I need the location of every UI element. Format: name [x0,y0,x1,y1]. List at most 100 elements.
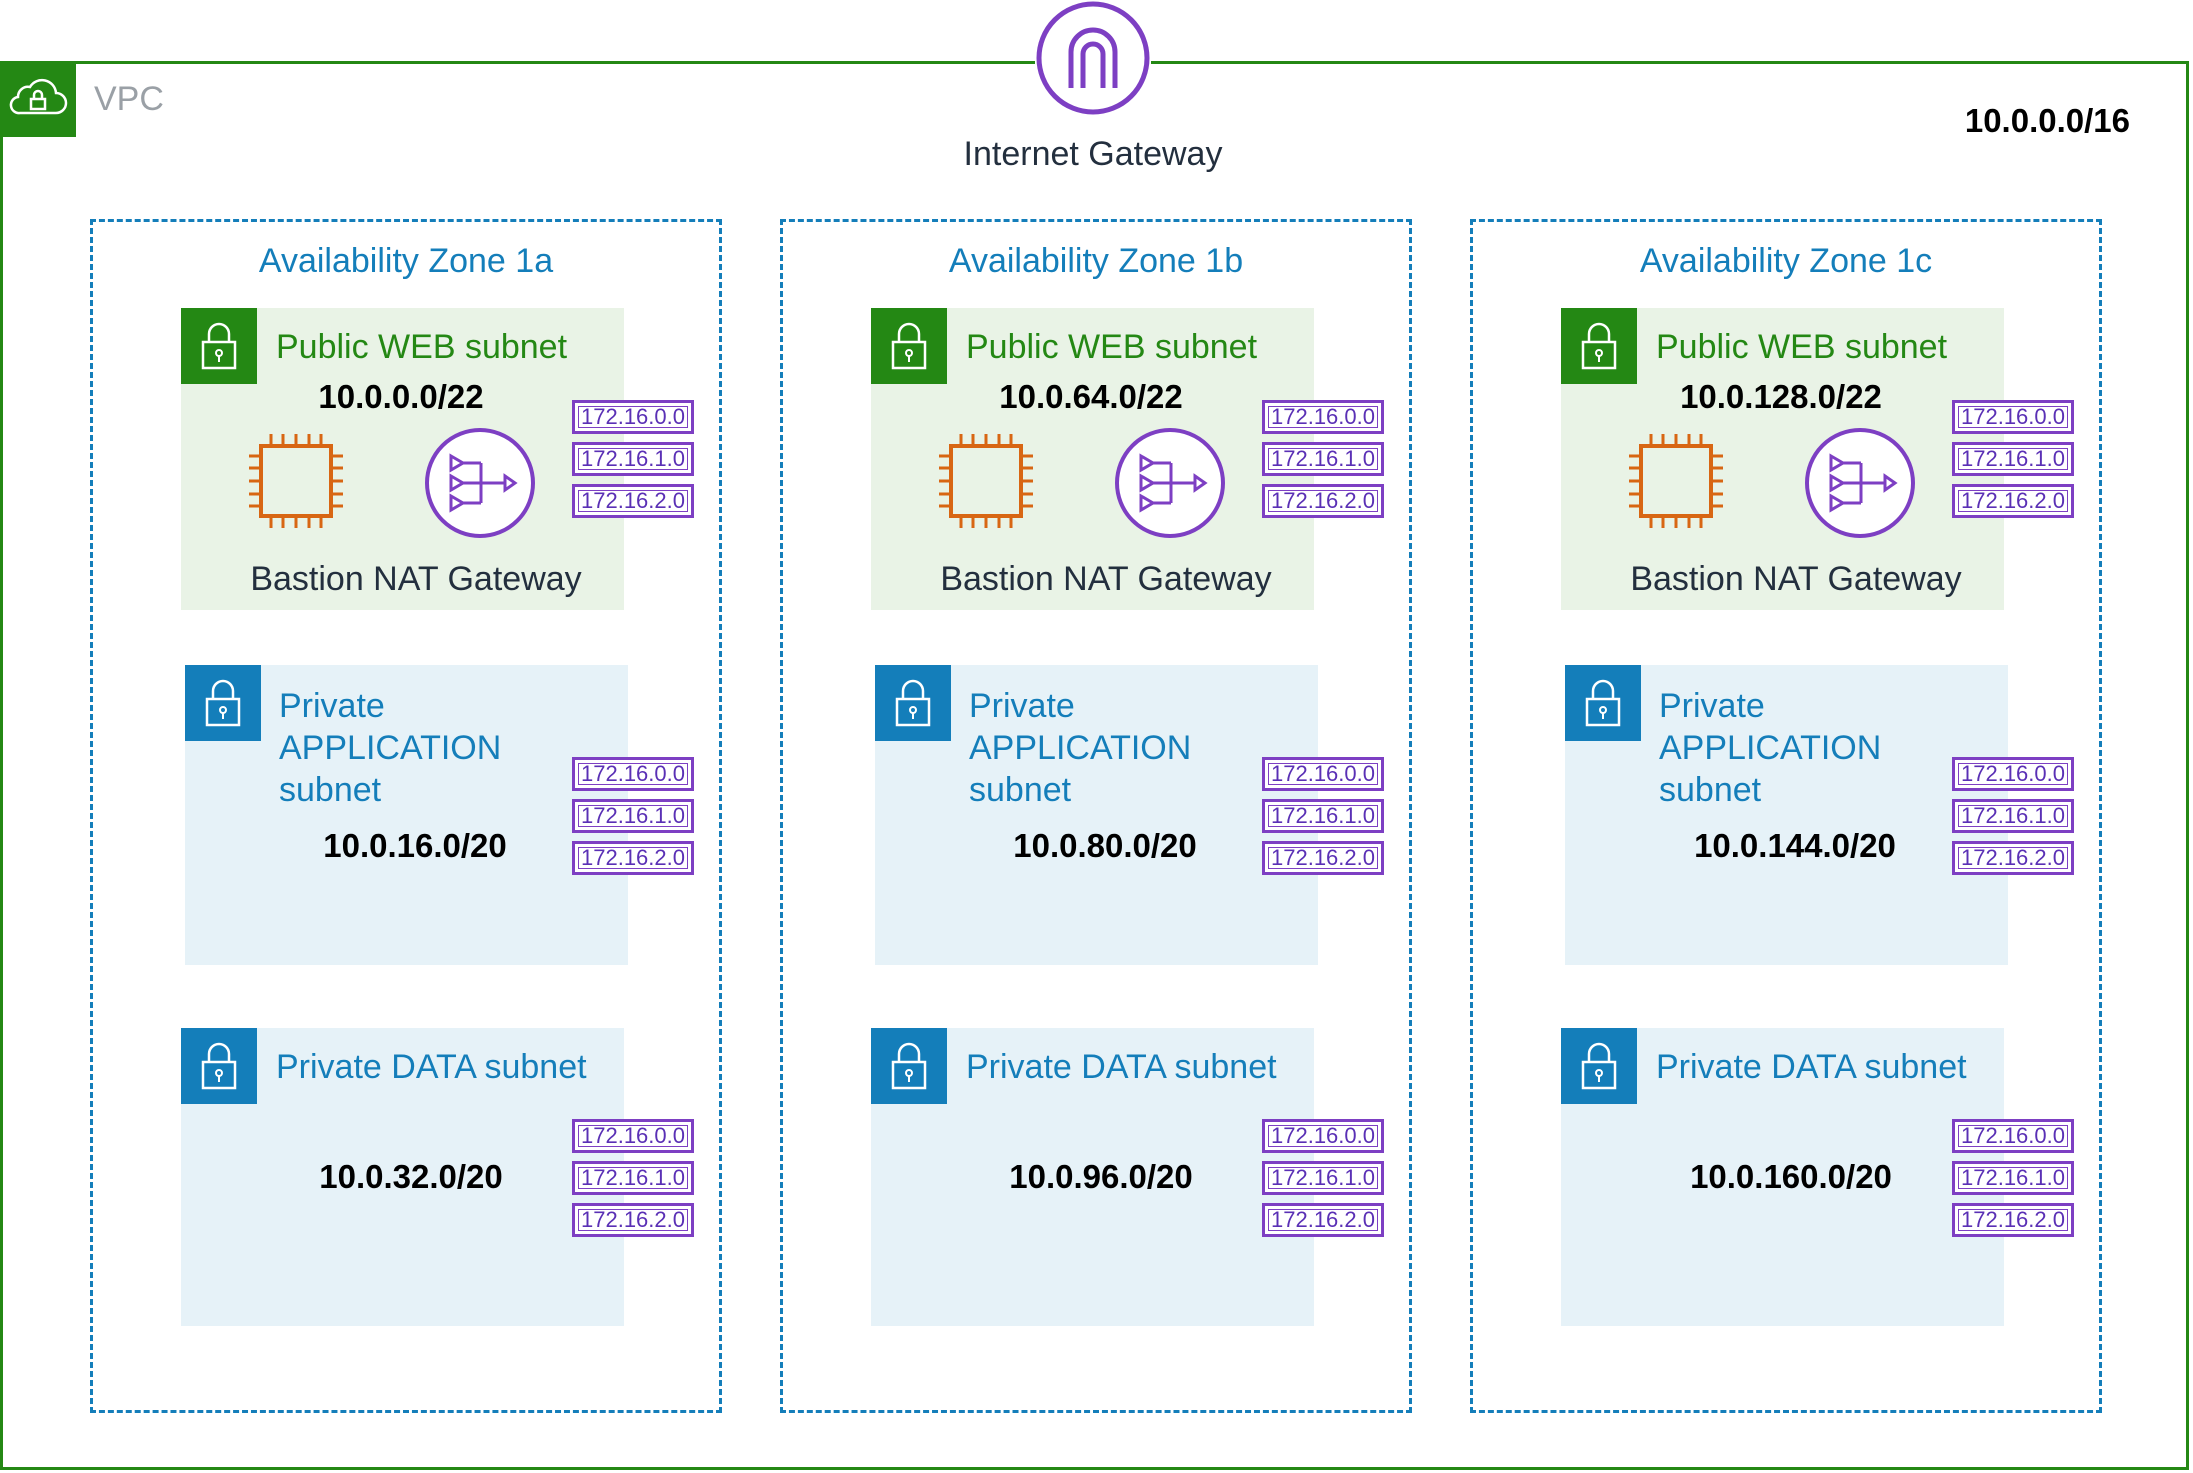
subnet-name-line: Private [969,687,1075,725]
subnet-name: Public WEB subnet [276,328,568,366]
nat-gateway-icon [1803,426,1917,540]
az-title: Availability Zone 1a [258,242,554,280]
lock-icon [181,308,257,384]
subnet-name: Private APPLICATION subnet [1659,685,1881,811]
bastion-nat-gateway-label: Bastion NAT Gateway [940,560,1272,598]
subnet-name-line: APPLICATION [1659,729,1882,767]
route-entry: 172.16.2.0 [1262,1203,1384,1237]
subnet-cidr: 10.0.144.0/20 [1694,827,1896,864]
lock-icon [875,665,951,741]
subnet-name-line: subnet [279,771,382,809]
internet-gateway-icon [1035,0,1151,116]
route-entry: 172.16.2.0 [1262,484,1384,518]
subnet-name-line: Private [279,687,385,725]
subnet-cidr: 10.0.160.0/20 [1690,1158,1892,1195]
subnet-name: Public WEB subnet [1656,328,1948,366]
availability-zone-1c: Availability Zone 1c [1470,219,2102,1413]
subnet-name: Private DATA subnet [1656,1048,1967,1086]
private-application-subnet-1a: Private APPLICATION subnet 10.0.16.0/20 [185,665,628,965]
private-application-subnet-1c: Private APPLICATION subnet 10.0.144.0/20 [1565,665,2008,965]
ec2-chip-icon [1621,426,1731,536]
subnet-cidr: 10.0.80.0/20 [1013,827,1197,864]
route-entry: 172.16.2.0 [572,484,694,518]
route-entry: 172.16.0.0 [572,1119,694,1153]
route-entry: 172.16.2.0 [572,1203,694,1237]
lock-icon [871,308,947,384]
route-list: 172.16.0.0 172.16.1.0 172.16.2.0 [572,400,694,526]
subnet-name-line: subnet [969,771,1072,809]
private-data-subnet-1a: Private DATA subnet 10.0.32.0/20 [181,1028,624,1326]
route-entry: 172.16.0.0 [1952,400,2074,434]
vpc-label: VPC [94,80,164,118]
az-title: Availability Zone 1c [1639,242,1933,280]
availability-zone-1b: Availability Zone 1b [780,219,1412,1413]
route-list: 172.16.0.0 172.16.1.0 172.16.2.0 [572,1119,694,1245]
subnet-name-line: Private [1659,687,1765,725]
subnet-name: Private APPLICATION subnet [969,685,1191,811]
route-entry: 172.16.0.0 [1262,1119,1384,1153]
route-list: 172.16.0.0 172.16.1.0 172.16.2.0 [1952,400,2074,526]
route-entry: 172.16.1.0 [572,1161,694,1195]
route-entry: 172.16.1.0 [1262,799,1384,833]
route-entry: 172.16.1.0 [572,799,694,833]
subnet-name-line: APPLICATION [969,729,1192,767]
route-entry: 172.16.0.0 [572,757,694,791]
route-entry: 172.16.1.0 [572,442,694,476]
route-list: 172.16.0.0 172.16.1.0 172.16.2.0 [1262,400,1384,526]
route-entry: 172.16.1.0 [1262,1161,1384,1195]
subnet-cidr: 10.0.16.0/20 [323,827,507,864]
public-web-subnet-1c: Public WEB subnet 10.0.128.0/22 Bastion … [1561,308,2004,610]
bastion-nat-gateway-label: Bastion NAT Gateway [1630,560,1962,598]
subnet-name-line: APPLICATION [279,729,502,767]
vpc-cidr: 10.0.0.0/16 [1964,102,2130,139]
subnet-cidr: 10.0.96.0/20 [1009,1158,1193,1195]
ec2-chip-icon [931,426,1041,536]
private-data-subnet-1b: Private DATA subnet 10.0.96.0/20 [871,1028,1314,1326]
route-entry: 172.16.0.0 [1952,1119,2074,1153]
private-data-subnet-1c: Private DATA subnet 10.0.160.0/20 [1561,1028,2004,1326]
lock-icon [871,1028,947,1104]
internet-gateway-label: Internet Gateway [963,135,1223,173]
private-application-subnet-1b: Private APPLICATION subnet 10.0.80.0/20 [875,665,1318,965]
subnet-name: Private APPLICATION subnet [279,685,501,811]
subnet-cidr: 10.0.64.0/22 [999,378,1183,415]
route-entry: 172.16.1.0 [1262,442,1384,476]
az-title: Availability Zone 1b [948,242,1244,280]
route-entry: 172.16.2.0 [572,841,694,875]
route-entry: 172.16.2.0 [1262,841,1384,875]
nat-gateway-icon [423,426,537,540]
route-entry: 172.16.0.0 [1952,757,2074,791]
nat-gateway-icon [1113,426,1227,540]
route-list: 172.16.0.0 172.16.1.0 172.16.2.0 [572,757,694,883]
route-list: 172.16.0.0 172.16.1.0 172.16.2.0 [1952,757,2074,883]
lock-icon [1561,308,1637,384]
public-web-subnet-1b: Public WEB subnet 10.0.64.0/22 Bastion N… [871,308,1314,610]
lock-icon [181,1028,257,1104]
route-entry: 172.16.1.0 [1952,1161,2074,1195]
route-entry: 172.16.2.0 [1952,484,2074,518]
route-list: 172.16.0.0 172.16.1.0 172.16.2.0 [1952,1119,2074,1245]
route-entry: 172.16.2.0 [1952,841,2074,875]
subnet-cidr: 10.0.32.0/20 [319,1158,503,1195]
subnet-name: Private DATA subnet [276,1048,587,1086]
subnet-cidr: 10.0.128.0/22 [1680,378,1882,415]
subnet-name: Private DATA subnet [966,1048,1277,1086]
subnet-cidr: 10.0.0.0/22 [318,378,484,415]
route-list: 172.16.0.0 172.16.1.0 172.16.2.0 [1262,1119,1384,1245]
route-entry: 172.16.0.0 [1262,757,1384,791]
route-entry: 172.16.0.0 [1262,400,1384,434]
bastion-nat-gateway-label: Bastion NAT Gateway [250,560,582,598]
subnet-name: Public WEB subnet [966,328,1258,366]
route-entry: 172.16.1.0 [1952,799,2074,833]
route-entry: 172.16.1.0 [1952,442,2074,476]
availability-zone-1a: Availability Zone 1a [90,219,722,1413]
lock-icon [1561,1028,1637,1104]
route-list: 172.16.0.0 172.16.1.0 172.16.2.0 [1262,757,1384,883]
subnet-name-line: subnet [1659,771,1762,809]
route-entry: 172.16.0.0 [572,400,694,434]
route-entry: 172.16.2.0 [1952,1203,2074,1237]
lock-icon [185,665,261,741]
lock-icon [1565,665,1641,741]
vpc-cloud-lock-icon [0,61,76,137]
public-web-subnet-1a: Public WEB subnet 10.0.0.0/22 Bastion NA… [181,308,624,610]
